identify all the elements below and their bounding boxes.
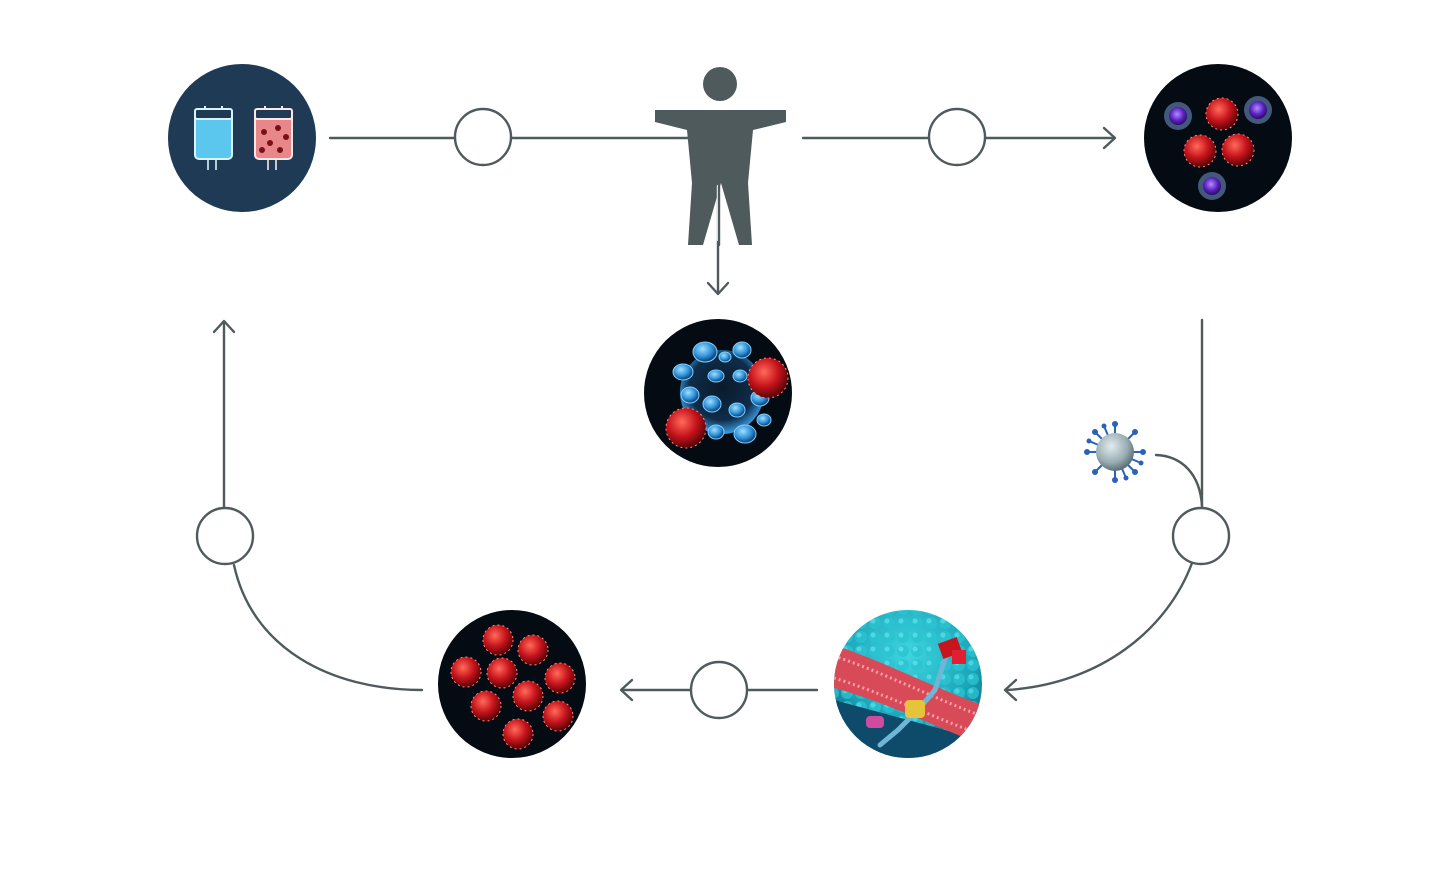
connectors — [212, 126, 1204, 702]
t-cell — [487, 658, 517, 688]
t-cell-outline — [470, 690, 502, 722]
t-cell-outline — [542, 700, 574, 732]
t-cell — [1205, 97, 1239, 131]
arrowhead-tumor — [706, 281, 730, 296]
t-cell — [545, 663, 575, 693]
t-cell — [1221, 133, 1255, 167]
step-node-infusion[interactable] — [453, 107, 513, 167]
t-cell — [503, 719, 533, 749]
step-node-expansion[interactable] — [689, 660, 749, 720]
t-cell-outline — [544, 662, 576, 694]
t-cell — [513, 681, 543, 711]
step-node-engineering[interactable] — [1171, 506, 1231, 566]
expanded-t-cells-icon — [438, 610, 586, 758]
step-nodes — [195, 107, 1231, 720]
human-figure-icon — [655, 67, 786, 245]
t-cell-outline — [517, 634, 549, 666]
arrowhead-expansion — [619, 678, 634, 702]
white-cell — [1198, 172, 1226, 200]
t-cell-outline — [482, 624, 514, 656]
t-cell — [518, 635, 548, 665]
expanded-cells — [450, 624, 576, 750]
step-node-reinfusion[interactable] — [195, 506, 255, 566]
t-cell — [1183, 134, 1217, 168]
connector-virus-curve — [1154, 453, 1204, 508]
connector-expansion-to-infusion — [232, 563, 424, 692]
iv-bags-icon — [168, 64, 316, 212]
t-cell-outline — [512, 680, 544, 712]
t-cell — [483, 625, 513, 655]
viral-vector-icon — [1084, 421, 1146, 483]
step-node-collection[interactable] — [927, 107, 987, 167]
t-cell-outline — [486, 657, 518, 689]
t-cell — [451, 657, 481, 687]
blood-cells-icon — [1144, 64, 1292, 212]
arrowhead-collection — [1102, 126, 1117, 150]
white-cell — [1244, 96, 1272, 124]
t-cell — [471, 691, 501, 721]
tumor-cell-icon — [644, 319, 792, 467]
t-cell-outline — [502, 718, 534, 750]
arrowhead-infusion — [212, 319, 236, 334]
car-receptor-membrane-icon — [834, 610, 982, 758]
arrowhead-engineering — [1003, 678, 1018, 702]
white-cell — [1164, 102, 1192, 130]
connector-to-engineering — [1005, 561, 1194, 692]
t-cell — [543, 701, 573, 731]
t-cell-outline — [450, 656, 482, 688]
